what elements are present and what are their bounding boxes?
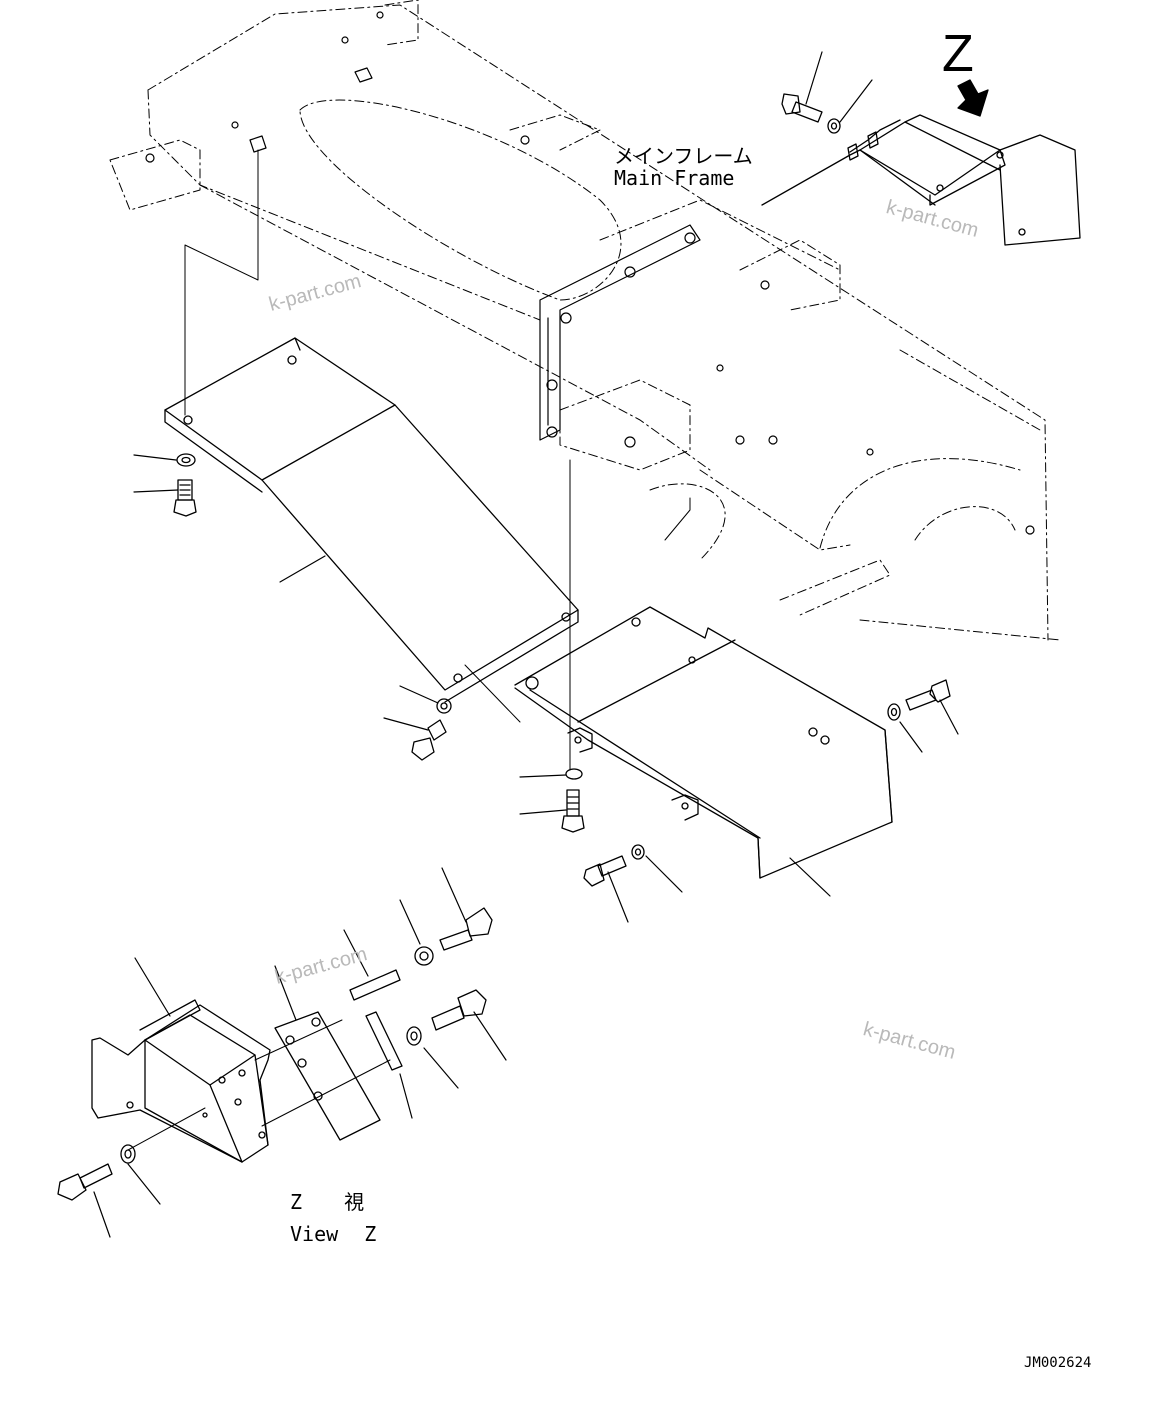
main-frame-phantom <box>109 0 1061 641</box>
view-z-title-en: View Z <box>290 1222 377 1246</box>
view-z-inset <box>761 93 1081 246</box>
view-z-bolt-b <box>431 989 487 1031</box>
washer-2 <box>436 698 452 714</box>
main-frame-label-en: Main Frame <box>614 166 735 190</box>
bolt-4 <box>583 855 627 887</box>
view-z-indicator: Z <box>942 25 974 83</box>
frame-bracket <box>145 11 1035 535</box>
view-z-title-jp: Z 視 <box>290 1190 365 1214</box>
view-z-washer-a <box>414 946 434 966</box>
view-z-washer-b <box>406 1026 422 1046</box>
view-z-assembly-lines <box>127 1019 391 1151</box>
drawing-code: JM002624 <box>1024 1355 1092 1371</box>
cover-plate-upper <box>164 337 579 703</box>
assembly-lines <box>184 149 571 771</box>
view-z-bolt-c <box>57 1163 113 1201</box>
view-z-exploded <box>91 999 271 1163</box>
view-z-bolt <box>781 93 823 123</box>
bolt-5 <box>905 679 951 711</box>
washer-3 <box>565 768 583 780</box>
washer-1 <box>176 453 196 467</box>
view-arrow-icon <box>957 79 989 117</box>
washer-4 <box>631 844 645 860</box>
main-frame-label-jp: メインフレーム <box>614 144 753 168</box>
bolt-3 <box>561 789 585 833</box>
view-z-bolt-a <box>439 907 493 951</box>
view-z-plate <box>274 1011 381 1141</box>
bolt-1 <box>173 479 197 517</box>
bolt-2 <box>411 719 447 761</box>
cover-tray-lower <box>514 606 893 879</box>
washer-5 <box>887 703 901 721</box>
view-z-washer <box>827 118 841 134</box>
view-z-strip-1 <box>349 969 401 1001</box>
view-z-strip-2 <box>365 1011 403 1071</box>
callout-leaders <box>93 51 959 1238</box>
